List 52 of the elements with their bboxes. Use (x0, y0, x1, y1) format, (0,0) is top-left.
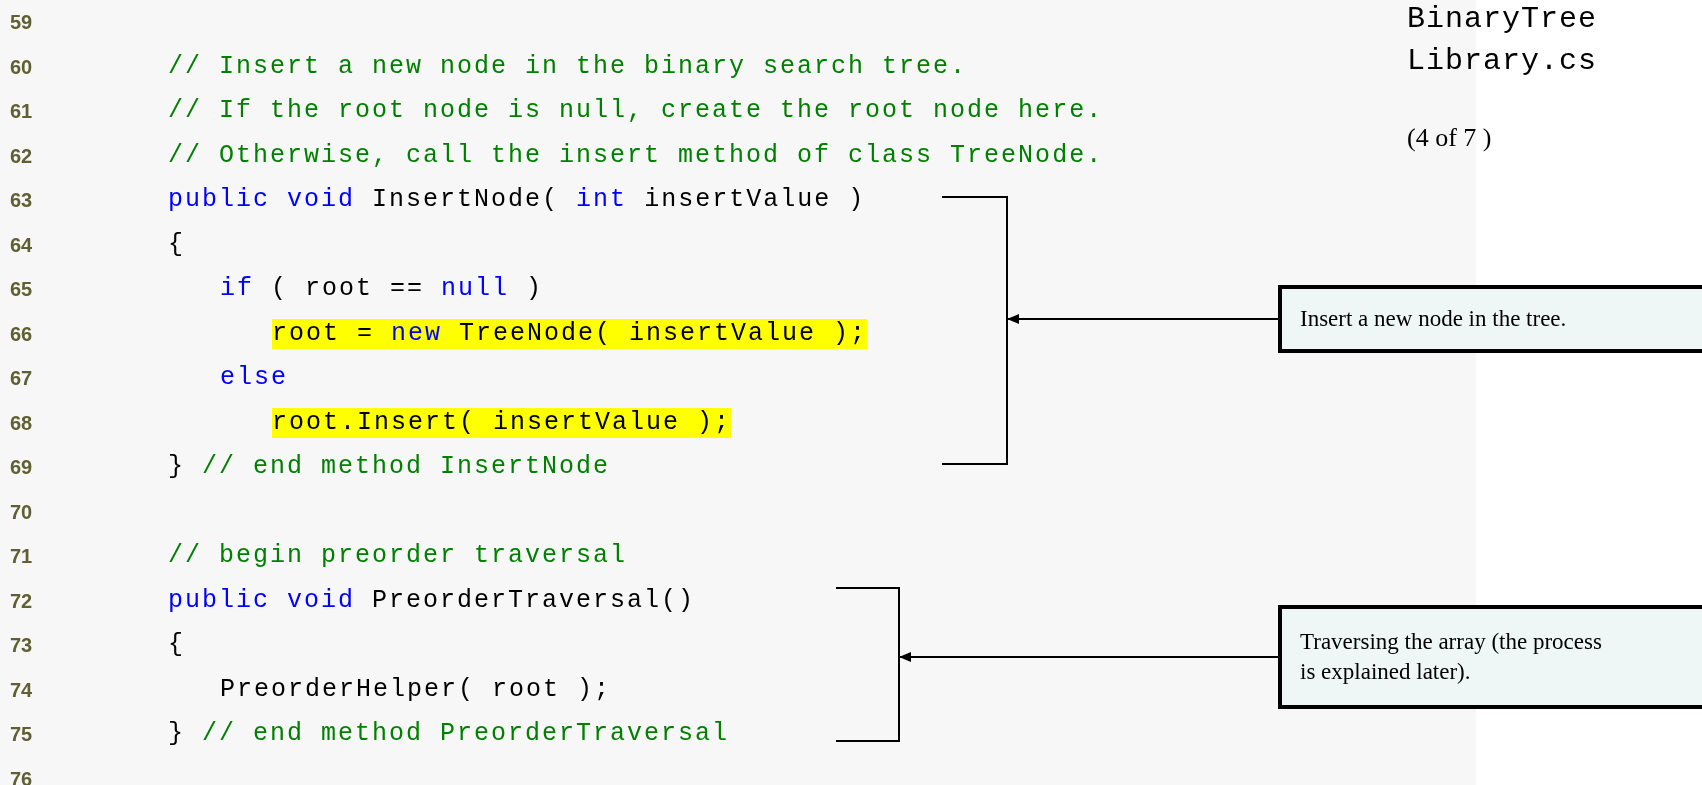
line-number: 63 (10, 188, 34, 213)
code-keyword: if (220, 274, 254, 303)
code-keyword: public void (168, 585, 356, 615)
code-keyword: null (441, 274, 510, 303)
callout-box: Insert a new node in the tree. (1278, 285, 1702, 353)
code-text: PreorderTraversal() (372, 585, 696, 615)
line-number: 68 (10, 410, 34, 436)
bracket (942, 196, 1008, 465)
line-number: 71 (10, 544, 34, 569)
code-text: TreeNode( insertValue ); (459, 318, 868, 348)
code-comment: // Insert a new node in the binary search tree. (168, 51, 968, 81)
line-number: 70 (10, 499, 34, 525)
page-counter: (4 of 7 ) (1407, 122, 1492, 154)
code-text: } (168, 719, 185, 748)
code-text: insertValue ) (644, 185, 866, 214)
line-number: 60 (10, 54, 34, 80)
code-comment: // end method InsertNode (202, 452, 611, 481)
line-number: 61 (10, 99, 34, 124)
line-number: 67 (10, 366, 34, 391)
line-number: 72 (10, 588, 34, 614)
code-keyword: public void (168, 185, 356, 214)
line-number: 76 (10, 766, 34, 785)
line-number: 59 (10, 10, 34, 35)
code-text: root.Insert( insertValue ); (272, 407, 732, 437)
line-number: 65 (10, 277, 34, 302)
code-keyword: else (220, 363, 288, 392)
leader-arrow (1007, 314, 1279, 324)
code-comment: // If the root node is null, create the root node here. (168, 96, 1104, 125)
bracket (836, 587, 900, 742)
line-number: 66 (10, 321, 34, 347)
line-number: 69 (10, 455, 34, 480)
code-text: ( root == (271, 274, 425, 303)
code-comment: // Otherwise, call the insert method of class TreeNode. (168, 140, 1104, 170)
code-text: root = (272, 318, 374, 348)
code-keyword: int (576, 185, 628, 214)
line-number: 64 (10, 232, 34, 258)
code-text: PreorderHelper( root ); (220, 674, 612, 704)
code-text: } (168, 452, 185, 481)
code-text: ) (526, 274, 544, 303)
code-comment: // begin preorder traversal (168, 541, 628, 570)
line-number: 74 (10, 677, 34, 703)
code-text: InsertNode( (372, 185, 560, 214)
code-comment: // end method PreorderTraversal (202, 719, 730, 748)
code-keyword: new (391, 318, 443, 348)
callout-box: Traversing the array (the process is explained later). (1278, 605, 1702, 709)
code-text: { (168, 229, 185, 259)
code-text: { (168, 630, 185, 659)
line-number: 73 (10, 633, 34, 658)
line-number: 62 (10, 143, 34, 169)
line-number: 75 (10, 722, 34, 747)
leader-arrow (899, 652, 1279, 662)
file-name: BinaryTree Library.cs (1407, 1, 1599, 80)
